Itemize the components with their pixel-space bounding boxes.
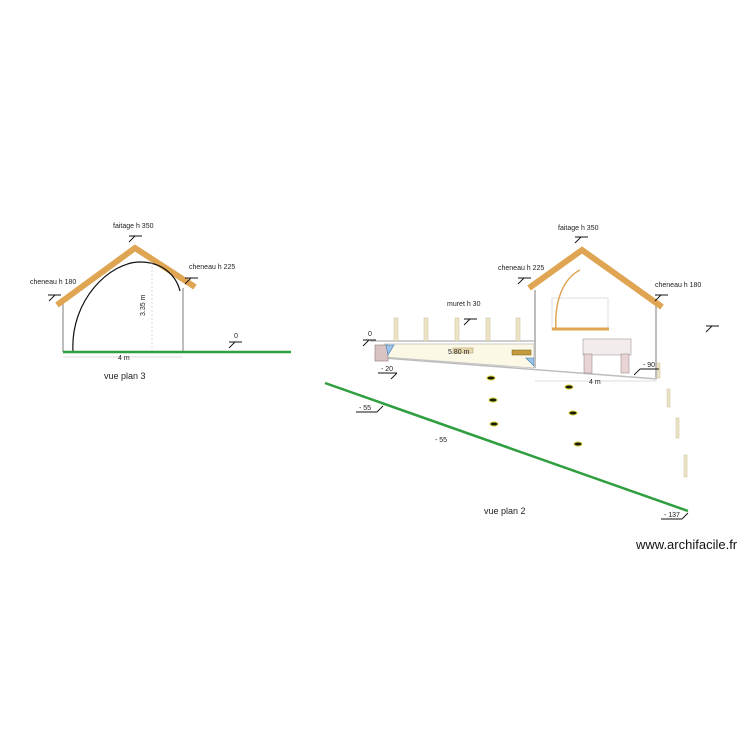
plan2-left-corner bbox=[385, 344, 395, 356]
plan2-slope-posts bbox=[656, 362, 688, 478]
plan3-cheneau-left-label: cheneau h 180 bbox=[30, 279, 76, 286]
plan2-bench bbox=[511, 349, 532, 356]
spot bbox=[573, 441, 583, 447]
plan2-faitage-label: faitage h 350 bbox=[558, 225, 599, 232]
plan2-level-minus90-marker bbox=[633, 368, 659, 376]
plan2-muret-marker bbox=[463, 318, 477, 326]
plan2-cheneau-right-marker bbox=[654, 294, 668, 302]
plan2-level-minus55-a: - 55 bbox=[359, 405, 371, 412]
plan2-cheneau-right-label: cheneau h 180 bbox=[655, 282, 701, 289]
plan2-level-marker-right bbox=[705, 325, 719, 333]
plan2-window bbox=[551, 297, 609, 331]
plan2-faitage-marker bbox=[574, 236, 588, 244]
plan2-ground-line bbox=[324, 381, 689, 513]
plan3-level-zero-marker bbox=[228, 341, 242, 349]
plan3-height-dim: 3.35 m bbox=[140, 294, 147, 316]
plan2-level-minus20: - 20 bbox=[381, 366, 393, 373]
plan3-roof bbox=[55, 244, 197, 308]
slope-post bbox=[675, 417, 680, 439]
plan2-level-minus137: - 137 bbox=[664, 512, 680, 519]
slope-post bbox=[666, 388, 671, 408]
muret-post bbox=[485, 317, 491, 342]
plan2-muret-posts bbox=[393, 317, 521, 342]
plan2-muret-label: muret h 30 bbox=[447, 301, 481, 308]
plan3-group: 3.35 m 4 m faitage h 350 cheneau h 180 c… bbox=[30, 223, 291, 381]
plan2-cheneau-left-label: cheneau h 225 bbox=[498, 265, 544, 272]
muret-post bbox=[515, 317, 521, 342]
plan2-cheneau-left-marker bbox=[517, 277, 531, 285]
plan2-level-minus55-b: - 55 bbox=[435, 437, 447, 444]
plan2-title: vue plan 2 bbox=[484, 506, 526, 516]
plan2-level-zero-marker bbox=[362, 339, 376, 347]
plan2-terrace-bottom bbox=[383, 357, 658, 380]
muret-post bbox=[393, 317, 399, 342]
muret-post bbox=[423, 317, 429, 342]
plan2-furniture-leg-right bbox=[620, 353, 630, 374]
plan3-faitage-marker bbox=[128, 235, 142, 243]
plan3-width-dim: 4 m bbox=[118, 355, 130, 362]
plan3-title: vue plan 3 bbox=[104, 371, 146, 381]
plan2-span-dim: 5.80 m bbox=[448, 349, 470, 356]
watermark: www.archifacile.fr bbox=[636, 537, 738, 552]
plan2-inner-arch bbox=[555, 269, 581, 331]
plan3-level-zero: 0 bbox=[234, 333, 238, 340]
plan2-level-minus20-marker bbox=[378, 372, 398, 380]
plan2-furniture-leg-left bbox=[583, 353, 593, 374]
plan2-group: 5.80 m muret h 30 4 m bbox=[324, 225, 719, 520]
slope-post bbox=[656, 362, 661, 379]
spot bbox=[488, 397, 498, 403]
slope-post bbox=[683, 454, 688, 478]
plan3-cheneau-right-label: cheneau h 225 bbox=[189, 264, 235, 271]
plan2-level-minus137-marker bbox=[661, 512, 689, 520]
spot bbox=[564, 384, 574, 390]
spot bbox=[489, 421, 499, 427]
muret-post bbox=[454, 317, 460, 342]
plan2-table bbox=[452, 347, 474, 354]
spot bbox=[568, 410, 578, 416]
plan2-furniture-top bbox=[582, 338, 632, 356]
plan3-arch bbox=[72, 261, 181, 353]
plan2-level-zero: 0 bbox=[368, 331, 372, 338]
plan3-faitage-label: faitage h 350 bbox=[113, 223, 154, 230]
plan2-left-block bbox=[374, 344, 389, 362]
plan2-ground-spots bbox=[486, 375, 583, 447]
plan2-roof bbox=[527, 246, 664, 310]
plan3-cheneau-left-marker bbox=[48, 294, 61, 302]
spot bbox=[486, 375, 496, 381]
plan3-cheneau-right-marker bbox=[184, 277, 198, 285]
plan2-level-minus90: - 90 bbox=[643, 362, 655, 369]
plan2-width-dim: 4 m bbox=[589, 379, 601, 386]
plan2-level-minus55-a-marker bbox=[356, 405, 384, 413]
